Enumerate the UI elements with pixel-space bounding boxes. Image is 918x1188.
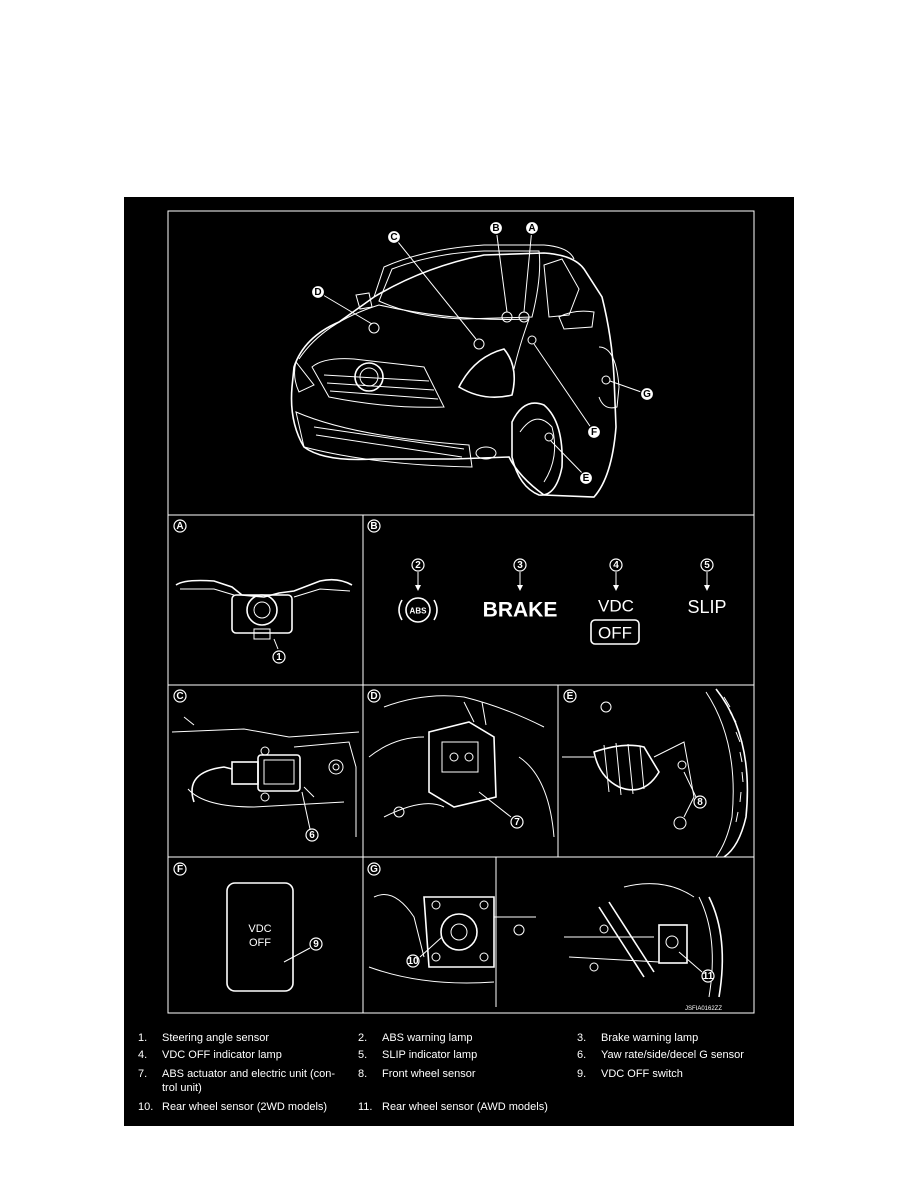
callout-E: E — [580, 472, 593, 485]
figure-code: JSFIA0162ZZ — [685, 1006, 722, 1012]
svg-text:8: 8 — [697, 797, 703, 808]
svg-text:4: 4 — [613, 560, 619, 571]
panel-A: A 1 — [174, 520, 352, 663]
svg-text:1: 1 — [276, 652, 282, 663]
panel-E: E 8 — [562, 689, 747, 857]
svg-text:5: 5 — [704, 560, 710, 571]
svg-text:11: 11 — [703, 971, 714, 982]
svg-text:ABS: ABS — [410, 607, 428, 616]
svg-text:A: A — [176, 521, 183, 532]
svg-text:7: 7 — [514, 817, 520, 828]
panel-C: C 6 — [172, 690, 359, 841]
svg-text:2: 2 — [415, 560, 421, 571]
component-location-figure: A B C D E F G A 1 B 2 ABS 3 BRA — [124, 197, 794, 1126]
panel-G: G 10 11 — [368, 857, 722, 1007]
diagram-frame — [168, 211, 754, 1013]
svg-text:3: 3 — [517, 560, 523, 571]
panel-B: B 2 ABS 3 BRAKE 4 VDC OFF 5 SLIP — [368, 520, 727, 644]
callout-A: A — [526, 222, 539, 235]
svg-text:6: 6 — [309, 830, 315, 841]
svg-text:E: E — [583, 473, 590, 484]
vehicle-illustration — [292, 228, 645, 497]
svg-text:9: 9 — [313, 939, 319, 950]
svg-text:OFF: OFF — [598, 624, 632, 643]
svg-text:G: G — [643, 389, 651, 400]
svg-text:VDC: VDC — [598, 597, 634, 616]
svg-text:C: C — [176, 691, 183, 702]
svg-text:OFF: OFF — [249, 937, 271, 949]
svg-text:E: E — [567, 691, 574, 702]
svg-text:A: A — [528, 223, 535, 234]
callout-D: D — [312, 286, 325, 299]
callout-G: G — [641, 388, 654, 401]
svg-text:B: B — [492, 223, 499, 234]
svg-text:SLIP: SLIP — [687, 597, 726, 617]
svg-text:G: G — [370, 864, 378, 875]
svg-text:F: F — [591, 427, 597, 438]
svg-text:C: C — [390, 232, 397, 243]
svg-text:B: B — [370, 521, 377, 532]
diagram-svg: A B C D E F G A 1 B 2 ABS 3 BRA — [124, 197, 794, 1126]
callout-C: C — [388, 231, 401, 244]
svg-text:BRAKE: BRAKE — [483, 599, 558, 622]
callout-B: B — [490, 222, 503, 235]
svg-text:10: 10 — [407, 956, 419, 967]
svg-text:VDC: VDC — [248, 923, 271, 935]
svg-text:D: D — [370, 691, 377, 702]
callout-F: F — [588, 426, 601, 439]
panel-D: D 7 — [368, 690, 554, 837]
panel-F: F VDC OFF 9 — [174, 863, 322, 991]
svg-text:D: D — [314, 287, 321, 298]
svg-text:F: F — [177, 864, 183, 875]
